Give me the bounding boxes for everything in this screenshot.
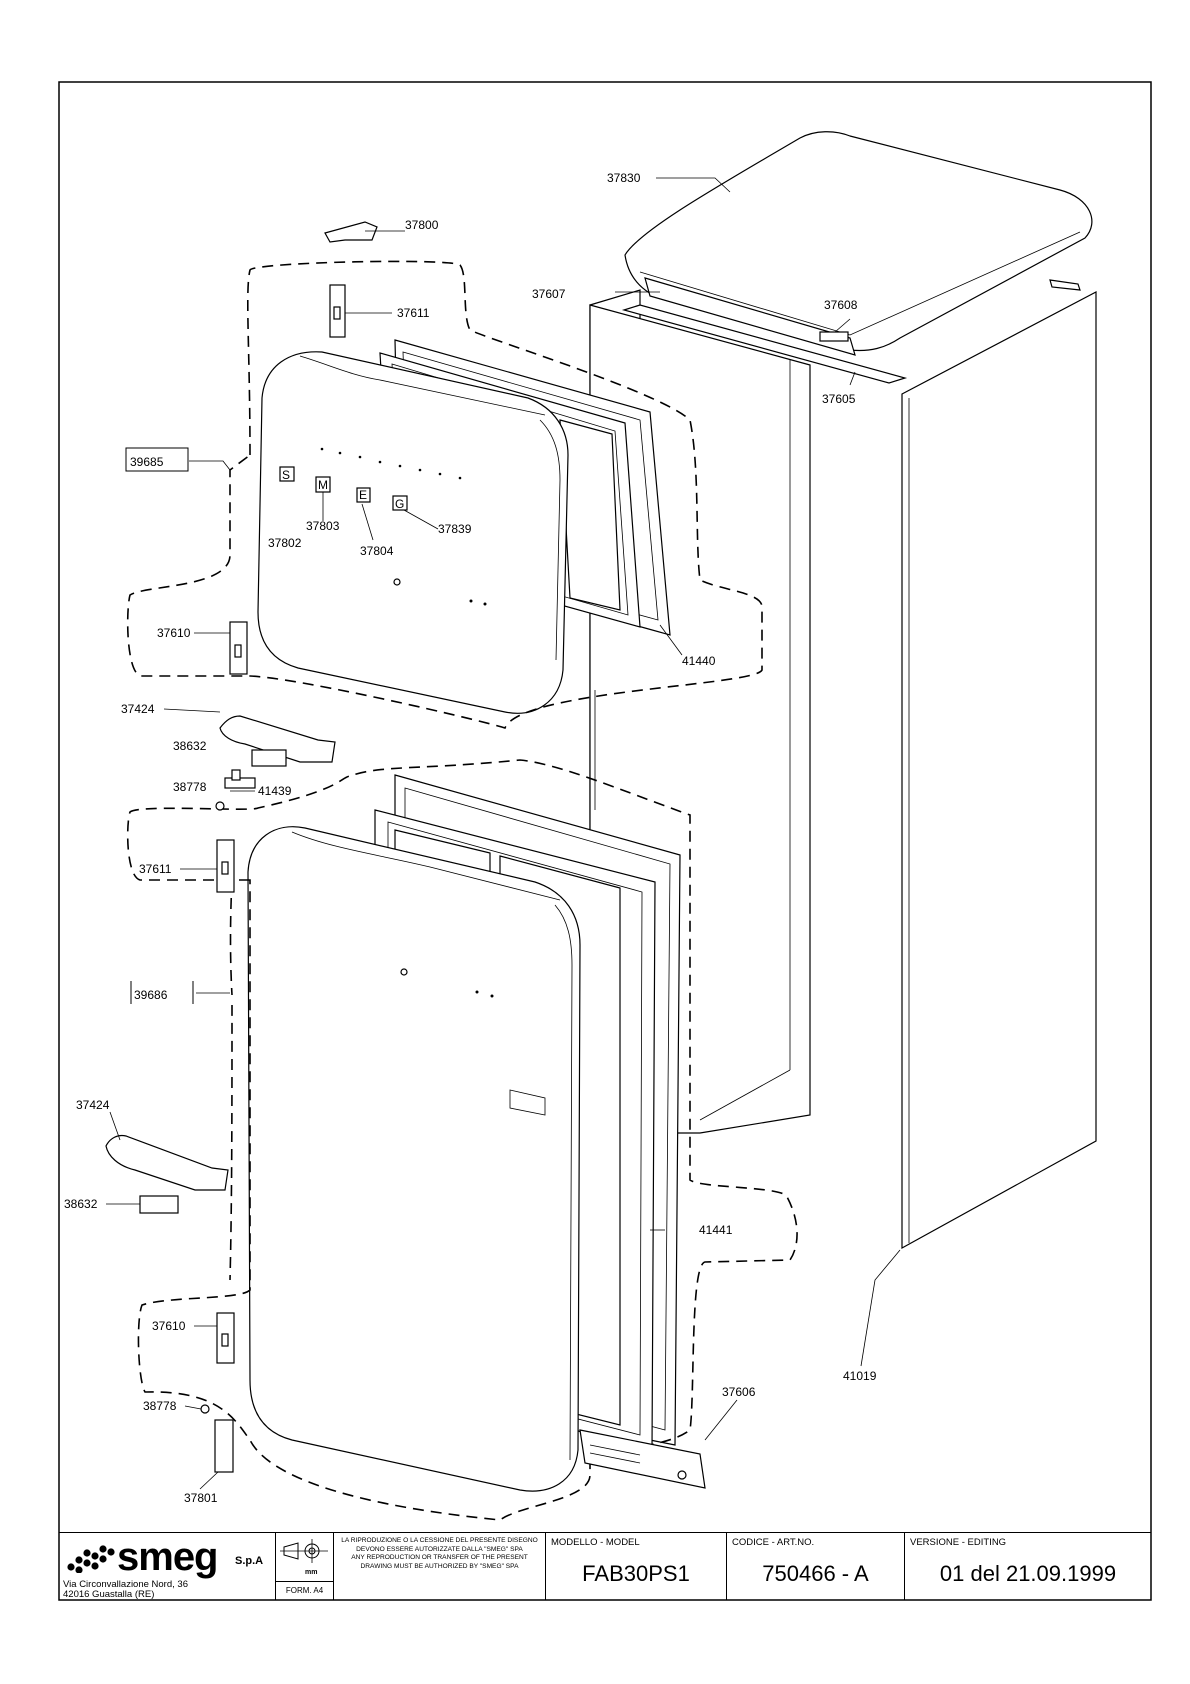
label-38632-bot: 38632 xyxy=(64,1197,98,1211)
model-header: MODELLO - MODEL xyxy=(551,1537,640,1548)
notice-italian: LA RIPRODUZIONE O LA CESSIONE DEL PRESEN… xyxy=(341,1537,538,1553)
label-37610-bot: 37610 xyxy=(152,1319,186,1333)
unit-symbol: mm xyxy=(305,1569,317,1576)
notice-english: ANY REPRODUCTION OR TRANSFER OF THE PRES… xyxy=(351,1554,528,1570)
label-39685: 39685 xyxy=(130,455,164,469)
part-labels: 37830 37800 37611 37607 37608 37605 3968… xyxy=(64,171,877,1505)
label-39686: 39686 xyxy=(134,988,168,1002)
handle-37424-lower xyxy=(105,1134,229,1191)
leader-lines xyxy=(106,177,901,1490)
upper-door-boundary xyxy=(126,260,763,729)
label-37801: 37801 xyxy=(184,1491,218,1505)
label-37424-bot: 37424 xyxy=(76,1098,110,1112)
letter-m-text: M xyxy=(318,478,328,492)
label-37608: 37608 xyxy=(824,298,858,312)
logo-suffix: S.p.A xyxy=(235,1555,264,1567)
washer-38778-lower xyxy=(200,1404,210,1414)
label-37424-top: 37424 xyxy=(121,702,155,716)
company-cell: smeg S.p.A Via Circonvallazione Nord, 36… xyxy=(59,1533,276,1600)
letter-g-text: G xyxy=(395,497,404,511)
model-value: FAB30PS1 xyxy=(582,1561,690,1586)
top-lid xyxy=(624,131,1093,356)
label-37800: 37800 xyxy=(405,218,439,232)
title-block: smeg S.p.A Via Circonvallazione Nord, 36… xyxy=(59,1532,1151,1600)
label-37804: 37804 xyxy=(360,544,394,558)
letter-s-text: S xyxy=(282,468,290,482)
bottom-hinge-37801 xyxy=(214,1419,234,1473)
label-38778-bot: 38778 xyxy=(143,1399,177,1413)
rear-strip xyxy=(621,304,908,384)
label-37803: 37803 xyxy=(306,519,340,533)
label-37605: 37605 xyxy=(822,392,856,406)
projection-symbol-icon: mm xyxy=(280,1539,328,1576)
drawing-frame xyxy=(58,81,1152,1601)
article-code-cell: CODICE - ART.NO. 750466 - A xyxy=(727,1533,905,1600)
smeg-logo: smeg xyxy=(117,1535,218,1579)
latch-41439 xyxy=(224,769,256,789)
handle-cover-38632-lower xyxy=(139,1195,179,1214)
handle-cover-38632-upper xyxy=(251,749,287,767)
model-cell: MODELLO - MODEL FAB30PS1 xyxy=(546,1533,727,1600)
label-37606: 37606 xyxy=(722,1385,756,1399)
label-37802: 37802 xyxy=(268,536,302,550)
smeg-logo-dots xyxy=(67,1545,115,1573)
version-header: VERSIONE - EDITING xyxy=(910,1537,1007,1548)
label-37830: 37830 xyxy=(607,171,641,185)
version-value: 01 del 21.09.1999 xyxy=(939,1561,1117,1586)
label-41439: 41439 xyxy=(258,784,292,798)
label-38632-top: 38632 xyxy=(173,739,207,753)
box-39685 xyxy=(125,447,189,472)
label-37611-top: 37611 xyxy=(397,306,430,320)
door-letter-e xyxy=(356,487,371,503)
letter-e-text: E xyxy=(359,488,367,502)
handle-37424-upper xyxy=(219,715,336,763)
code-header: CODICE - ART.NO. xyxy=(732,1537,815,1548)
version-cell: VERSIONE - EDITING 01 del 21.09.1999 xyxy=(905,1533,1151,1600)
label-41441: 41441 xyxy=(699,1223,733,1237)
copyright-notice: LA RIPRODUZIONE O LA CESSIONE DEL PRESEN… xyxy=(338,1537,541,1571)
address-line-1: Via Circonvallazione Nord, 36 xyxy=(63,1579,188,1590)
lower-door-brace xyxy=(229,879,233,1281)
code-value: 750466 - A xyxy=(762,1561,869,1586)
label-37610-top: 37610 xyxy=(157,626,191,640)
form-size: FORM. A4 xyxy=(276,1581,333,1600)
label-37607: 37607 xyxy=(532,287,566,301)
label-38778-top: 38778 xyxy=(173,780,207,794)
lower-door-panel xyxy=(247,826,581,1492)
door-letter-s xyxy=(279,466,295,482)
washer-38778-upper xyxy=(215,801,225,811)
projection-cell: mm FORM. A4 xyxy=(276,1533,334,1600)
top-hinge-37800 xyxy=(324,221,378,243)
lower-door-boundary xyxy=(126,759,798,1521)
upper-door-panel: S M E G xyxy=(257,351,569,714)
label-41440: 41440 xyxy=(682,654,716,668)
side-panel xyxy=(901,291,1097,1250)
label-37611-bot: 37611 xyxy=(139,862,172,876)
copyright-notice-cell: LA RIPRODUZIONE O LA CESSIONE DEL PRESEN… xyxy=(334,1533,546,1600)
address-line-2: 42016 Guastalla (RE) xyxy=(63,1589,155,1600)
label-37839: 37839 xyxy=(438,522,472,536)
door-letter-g xyxy=(392,495,408,511)
label-41019: 41019 xyxy=(843,1369,877,1383)
kick-plate-37606 xyxy=(579,1429,706,1489)
